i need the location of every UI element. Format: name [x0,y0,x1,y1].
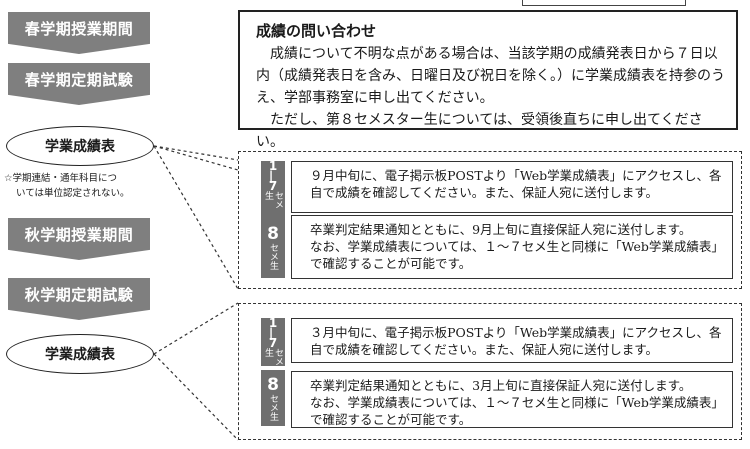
semester-label-number: 1|7 [268,316,278,350]
semester-label-8: 8 セメ生 [261,216,285,278]
fall-row-1-7-text: ３月中旬に、電子掲示板POSTより「Web学業成績表」にアクセスし、各 自で成績… [291,318,733,363]
partial-box-stub [522,0,686,6]
connector-line-1-top [153,145,239,171]
text-line: で確認することが可能です。 [310,412,472,427]
semester-label-unit: セメ生 [263,348,283,366]
fall-exams-step: 秋学期定期試験 [8,278,150,320]
text-line: 卒業判定結果通知とともに、9月上旬に直接保証人宛に送付します。 [310,222,692,237]
text-line: ９月中旬に、電子掲示板POSTより「Web学業成績表」にアクセスし、各 [310,168,722,183]
semester-label-number: 8 [267,223,279,244]
credit-note: ☆学期連結・通年科目につ いては単位認定されない。 [4,171,164,201]
inquiry-paragraph-1: 成績について不明な点がある場合は、当該学期の成績発表日から７日以内（成績発表日を… [256,46,725,106]
semester-label-number: 1|7 [268,159,278,193]
text-line: 自で成績を確認してください。また、保証人宛に送付します。 [310,185,659,200]
spring-classes-step: 春学期授業期間 [8,12,150,54]
credit-note-line2: いては単位認定されない。 [16,188,130,199]
connector-line-1-bottom [153,145,239,290]
inquiry-paragraph-2: ただし、第８セメスター生については、受領後直ちに申し出てください。 [256,112,703,150]
semester-label-1-7: 1|7 セメ生 [261,316,285,366]
spring-exams-step: 春学期定期試験 [8,63,150,105]
text-line: なお、学業成績表については、１～７セメ生と同様に「Web学業成績表」 [310,239,724,254]
text-line: なお、学業成績表については、１～７セメ生と同様に「Web学業成績表」 [310,395,724,410]
inquiry-title: 成績の問い合わせ [256,22,377,40]
grade-report-oval-spring: 学業成績表 [6,126,154,166]
text-line: ３月中旬に、電子掲示板POSTより「Web学業成績表」にアクセスし、各 [310,325,722,340]
text-line: 自で成績を確認してください。また、保証人宛に送付します。 [310,342,659,357]
fall-classes-step: 秋学期授業期間 [8,218,150,260]
credit-note-line1: ☆学期連結・通年科目につ [4,173,118,184]
grade-report-oval-fall: 学業成績表 [6,334,154,374]
fall-row-8-text: 卒業判定結果通知とともに、3月上旬に直接保証人宛に送付します。 なお、学業成績表… [291,371,733,428]
semester-label-unit: セメ生 [268,393,278,421]
semester-label-unit: セメ生 [268,242,278,270]
spring-row-1-7-text: ９月中旬に、電子掲示板POSTより「Web学業成績表」にアクセスし、各 自で成績… [291,161,733,213]
semester-label-number: 8 [267,374,279,395]
connector-line-2-top [153,302,239,355]
connector-line-1-upper [153,145,239,161]
semester-label-8: 8 セメ生 [261,370,285,426]
spring-row-8-text: 卒業判定結果通知とともに、9月上旬に直接保証人宛に送付します。 なお、学業成績表… [291,215,733,279]
spring-grade-delivery-group: 1|7 セメ生 ９月中旬に、電子掲示板POSTより「Web学業成績表」にアクセス… [238,151,742,289]
connector-line-2-bottom [153,353,239,441]
text-line: で確認することが可能です。 [310,256,472,271]
semester-label-1-7: 1|7 セメ生 [261,159,285,217]
semester-label-unit: セメ生 [263,191,283,209]
fall-grade-delivery-group: 1|7 セメ生 ３月中旬に、電子掲示板POSTより「Web学業成績表」にアクセス… [238,303,742,440]
text-line: 卒業判定結果通知とともに、3月上旬に直接保証人宛に送付します。 [310,378,692,393]
grade-inquiry-box: 成績の問い合わせ 成績について不明な点がある場合は、当該学期の成績発表日から７日… [238,10,738,150]
